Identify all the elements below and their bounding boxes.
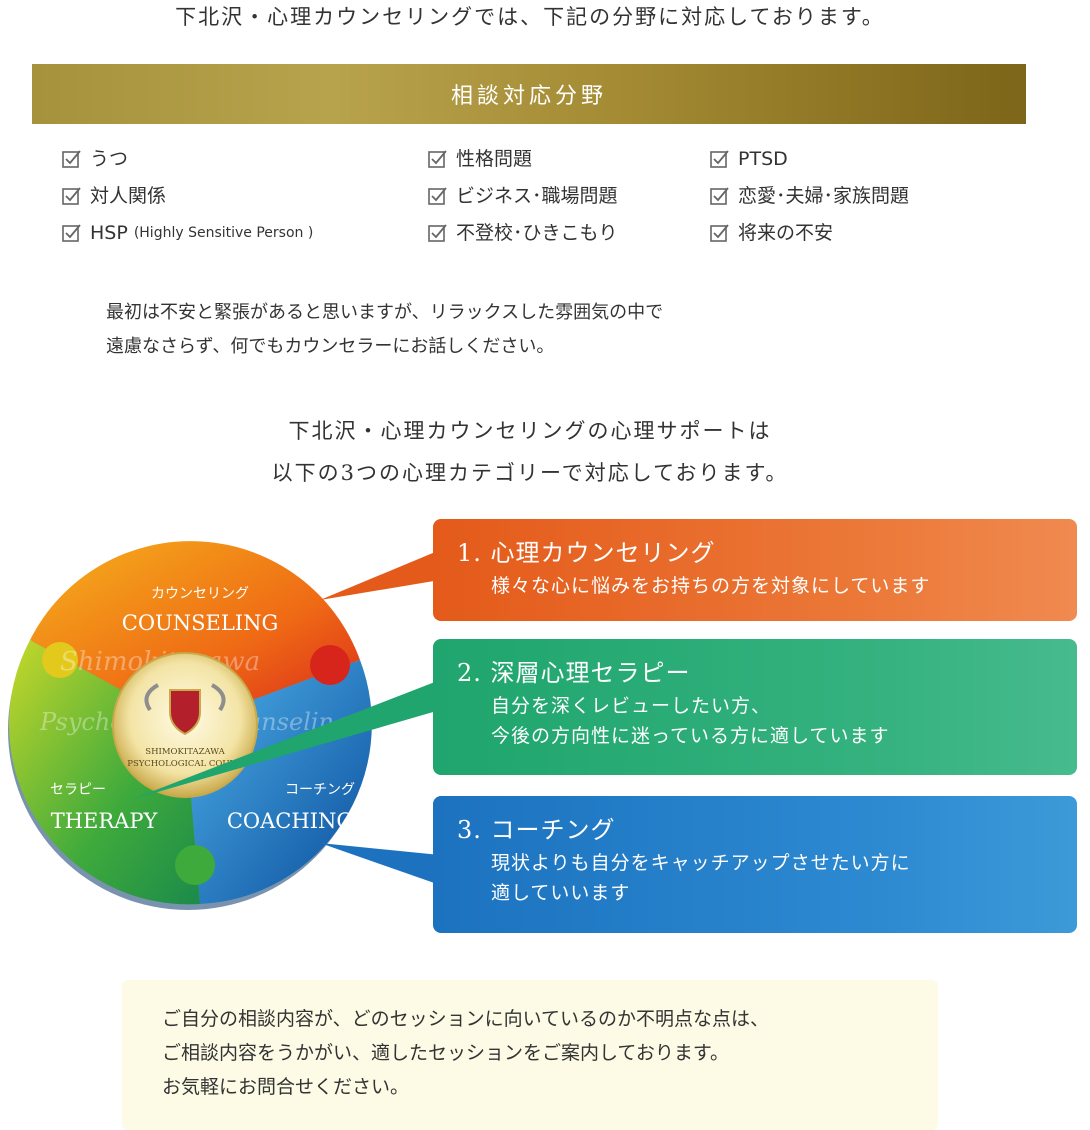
category-description: 今後の方向性に迷っている方に適しています: [491, 725, 890, 747]
area-label: ビジネス･職場問題: [456, 184, 618, 207]
crest-icon: [169, 689, 201, 736]
checkbox-checked-icon: [710, 149, 729, 168]
session-note: ご自分の相談内容が、どのセッションに向いているのか不明点な点は、 ご相談内容をう…: [122, 980, 938, 1130]
note-line: ご自分の相談内容が、どのセッションに向いているのか不明点な点は、: [162, 1008, 770, 1030]
categories-heading: 下北沢・心理カウンセリングの心理サポートは 以下の3つの心理カテゴリーで対応して…: [0, 410, 1060, 494]
areas-column-3: PTSD 恋愛･夫婦･家族問題 将来の不安: [710, 140, 909, 251]
checkbox-checked-icon: [428, 149, 447, 168]
heading-line: 下北沢・心理カウンセリングの心理サポートは: [288, 419, 772, 443]
paragraph-line: 最初は不安と緊張があると思いますが、リラックスした雰囲気の中で: [106, 302, 664, 323]
intro-paragraph: 最初は不安と緊張があると思いますが、リラックスした雰囲気の中で 遠慮なさらず、何…: [106, 296, 906, 364]
paragraph-line: 遠慮なさらず、何でもカウンセラーにお話しください。: [106, 336, 555, 357]
list-item: PTSD: [710, 140, 909, 177]
category-title: 3. コーチング: [457, 816, 616, 844]
list-item: 対人関係: [62, 177, 313, 214]
therapy-en-label: THERAPY: [51, 809, 159, 833]
category-title: 2. 深層心理セラピー: [457, 659, 691, 687]
areas-checklist: うつ 対人関係 HSP (Highly Sensitive Person ) 性…: [62, 140, 1022, 250]
area-label: 対人関係: [90, 184, 167, 207]
checkbox-checked-icon: [710, 186, 729, 205]
area-label: うつ: [90, 147, 129, 170]
category-card-counseling: 1. 心理カウンセリング 様々な心に悩みをお持ちの方を対象にしています: [433, 519, 1077, 621]
areas-banner: 相談対応分野: [32, 64, 1026, 124]
list-item: 将来の不安: [710, 214, 909, 251]
area-label: 不登校･ひきこもり: [456, 221, 618, 244]
therapy-connector: [130, 680, 440, 800]
checkbox-checked-icon: [428, 223, 447, 242]
coaching-en-label: COACHING: [227, 809, 353, 833]
area-label: 将来の不安: [738, 221, 834, 244]
list-item: 不登校･ひきこもり: [428, 214, 618, 251]
area-label: 性格問題: [456, 147, 533, 170]
areas-column-2: 性格問題 ビジネス･職場問題 不登校･ひきこもり: [428, 140, 618, 251]
list-item: ビジネス･職場問題: [428, 177, 618, 214]
hsp-subtitle: (Highly Sensitive Person ): [133, 224, 314, 241]
puzzle-knob: [42, 642, 78, 678]
checkbox-checked-icon: [710, 223, 729, 242]
banner-title: 相談対応分野: [450, 84, 607, 109]
coaching-connector: [320, 843, 440, 885]
list-item: HSP (Highly Sensitive Person ): [62, 214, 313, 251]
category-description: 現状よりも自分をキャッチアップさせたい方に: [491, 852, 911, 874]
crest-wings-icon: [144, 683, 226, 712]
checkbox-checked-icon: [62, 149, 81, 168]
note-line: ご相談内容をうかがい、適したセッションをご案内しております。: [162, 1042, 729, 1064]
coaching-jp-label: コーチング: [285, 782, 355, 798]
intro-heading: 下北沢・心理カウンセリングでは、下記の分野に対応しております。: [175, 5, 885, 29]
logo-text: SHIMOKITAZAWA: [145, 747, 225, 757]
therapy-jp-label: セラピー: [50, 782, 106, 798]
category-title: 1. 心理カウンセリング: [457, 539, 716, 567]
note-line: お気軽にお問合せください。: [162, 1076, 410, 1098]
puzzle-knob: [175, 845, 215, 885]
logo-text: PSYCHOLOGICAL COUNS: [127, 759, 243, 769]
category-wheel: Shimokitazawa Psychological Counseling S…: [8, 541, 440, 910]
category-description: 自分を深くレビューしたい方、: [491, 695, 772, 717]
category-card-therapy: 2. 深層心理セラピー 自分を深くレビューしたい方、 今後の方向性に迷っている方…: [433, 639, 1077, 775]
counseling-jp-label: カウンセリング: [151, 586, 249, 602]
checkbox-checked-icon: [62, 186, 81, 205]
counseling-en-label: COUNSELING: [122, 611, 278, 635]
puzzle-knob: [310, 645, 350, 685]
area-label: PTSD: [738, 147, 788, 170]
category-card-coaching: 3. コーチング 現状よりも自分をキャッチアップさせたい方に 適していいます: [433, 796, 1077, 933]
area-label: HSP: [90, 221, 128, 244]
list-item: 性格問題: [428, 140, 618, 177]
areas-column-1: うつ 対人関係 HSP (Highly Sensitive Person ): [62, 140, 313, 251]
area-label: 恋愛･夫婦･家族問題: [738, 184, 910, 207]
category-description: 様々な心に悩みをお持ちの方を対象にしています: [491, 575, 931, 597]
counseling-connector: [320, 550, 440, 600]
list-item: うつ: [62, 140, 313, 177]
checkbox-checked-icon: [428, 186, 447, 205]
checkbox-checked-icon: [62, 223, 81, 242]
heading-line: 以下の3つの心理カテゴリーで対応しております。: [271, 461, 789, 485]
therapy-segment: [9, 640, 200, 905]
counseling-segment: [30, 541, 360, 725]
category-description: 適していいます: [491, 882, 631, 904]
list-item: 恋愛･夫婦･家族問題: [710, 177, 909, 214]
